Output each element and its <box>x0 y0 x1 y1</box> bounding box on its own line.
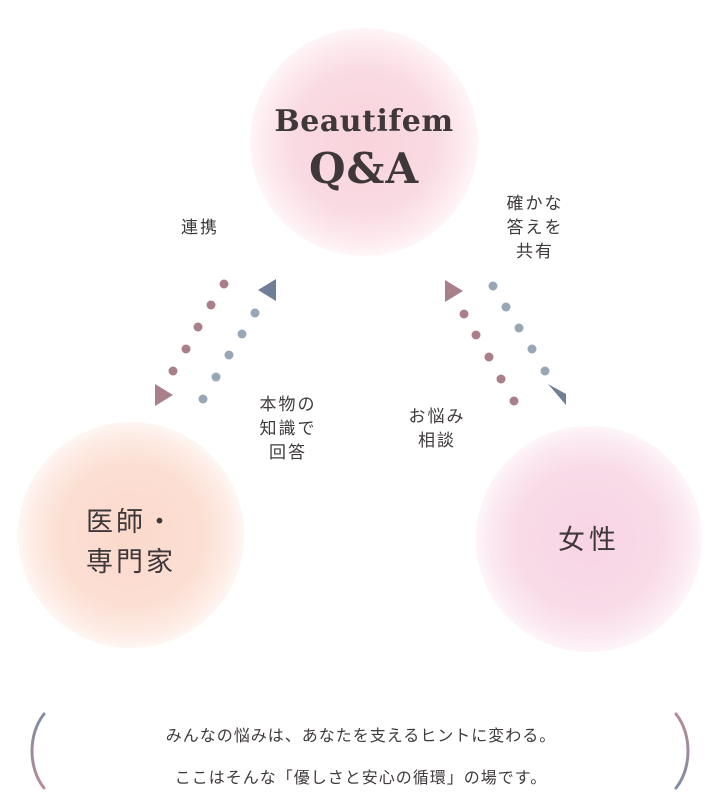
edge-label-line: 本物の <box>259 395 317 415</box>
qa-node-circle <box>250 28 478 256</box>
arrow-qa-to-women <box>488 281 566 405</box>
arrow-dot <box>211 372 221 382</box>
arrow-dot <box>193 322 203 332</box>
women-label: 女性 <box>558 525 620 556</box>
flow-arrows <box>155 279 566 406</box>
message-line-2: ここはそんな「優しさと安心の循環」の場です。 <box>174 768 548 787</box>
edge-label-consultation: お悩み 相談 <box>400 405 474 453</box>
edge-label-line: 共有 <box>516 242 554 262</box>
arrow-dot <box>198 394 208 404</box>
edge-label-collaboration: 連携 <box>170 216 230 240</box>
arrow-dot <box>250 308 260 318</box>
arrow-head-down-right <box>548 384 566 405</box>
qa-title: Q&A <box>308 144 420 193</box>
right-paren-decoration <box>674 712 690 790</box>
edge-label-line: 答えを <box>506 218 564 238</box>
arrow-head-up-right <box>258 279 276 301</box>
women-node-circle <box>476 426 702 652</box>
arrow-dot <box>237 329 247 339</box>
arrow-dot <box>459 309 469 319</box>
arrow-dot <box>509 396 519 406</box>
arrow-dot <box>219 279 229 289</box>
arrow-women-to-qa <box>445 280 519 406</box>
arrow-dot <box>471 330 481 340</box>
arrow-dot <box>181 344 191 354</box>
arrow-dot <box>206 300 216 310</box>
arrow-dot <box>527 344 537 354</box>
brand-name: Beautifem <box>274 104 454 139</box>
edge-label-line: お悩み <box>408 407 466 427</box>
arrow-dot <box>540 366 550 376</box>
arrow-head-down-left <box>155 384 173 406</box>
arrow-dot <box>496 374 506 384</box>
arrow-dot <box>168 366 178 376</box>
experts-label-line1: 医師・ <box>86 507 176 538</box>
arrow-head-up-left <box>445 280 463 302</box>
edge-label-share-answers: 確かな 答えを 共有 <box>498 192 572 264</box>
experts-node-circle <box>18 422 244 648</box>
edge-label-line: 相談 <box>418 431 456 451</box>
message-line-1: みんなの悩みは、あなたを支えるヒントに変わる。 <box>165 726 557 745</box>
arrow-qa-to-experts <box>155 279 229 406</box>
edge-label-line: 回答 <box>269 443 307 463</box>
edge-label-line: 確かな <box>506 194 564 214</box>
arrow-dot <box>224 350 234 360</box>
arrow-dot <box>488 281 498 291</box>
experts-label-line2: 専門家 <box>86 547 176 578</box>
arrow-dot <box>501 302 511 312</box>
edge-label-real-knowledge: 本物の 知識で 回答 <box>250 393 326 465</box>
edge-label-line: 連携 <box>181 218 219 238</box>
edge-label-line: 知識で <box>259 419 317 439</box>
arrow-dot <box>514 323 524 333</box>
arrow-experts-to-qa <box>198 279 276 404</box>
left-paren-decoration <box>30 712 46 790</box>
arrow-dot <box>484 352 494 362</box>
